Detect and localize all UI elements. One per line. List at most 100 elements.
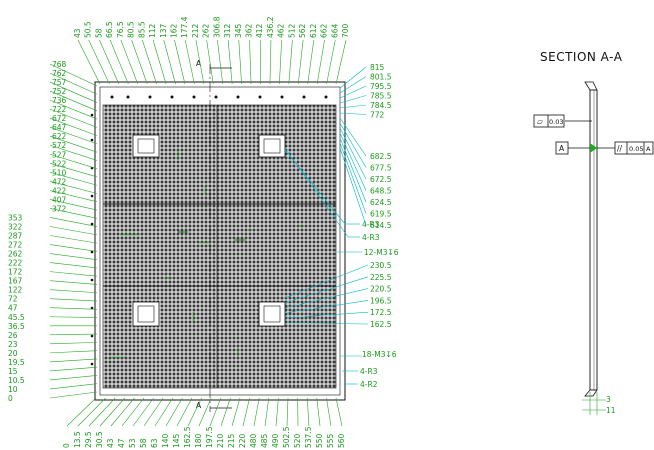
pocket-bottom-right bbox=[258, 301, 286, 327]
bottom-dim-leader bbox=[154, 397, 174, 427]
left-dim-label: 736 bbox=[52, 96, 67, 105]
left-dim-leader bbox=[49, 208, 98, 219]
flatness-tolerance-frame: ⏥ 0.03 bbox=[533, 114, 592, 128]
left-dim-leader bbox=[49, 63, 98, 87]
top-dim-label: 664 bbox=[330, 23, 339, 38]
bottom-dim-leader bbox=[326, 397, 332, 427]
top-dim-label: 700 bbox=[341, 23, 350, 38]
left-dim-label: 15 bbox=[8, 367, 18, 376]
left-dim-label: 752 bbox=[52, 87, 67, 96]
right-dim-label: 672.5 bbox=[370, 175, 392, 184]
top-dim-leader bbox=[142, 39, 157, 85]
left-dim-label: 768 bbox=[52, 60, 67, 69]
right-dim-label: 220.5 bbox=[370, 285, 392, 294]
right-dim-leader bbox=[339, 104, 367, 109]
bottom-dim-label: 145 bbox=[172, 433, 181, 448]
left-dim-label: 10.5 bbox=[8, 376, 25, 385]
top-dim-leader bbox=[206, 39, 214, 85]
right-dim-label: 624.5 bbox=[370, 198, 392, 207]
bottom-dim-label: 485 bbox=[260, 433, 269, 448]
bottom-dim-label: 215 bbox=[227, 433, 236, 448]
left-dim-leader bbox=[49, 375, 98, 381]
left-dim-leader bbox=[49, 117, 98, 136]
bottom-dim-label: 490 bbox=[271, 433, 280, 448]
bottom-dim-label: 520 bbox=[293, 433, 302, 448]
left-dim-label: 262 bbox=[8, 250, 23, 259]
right-dim-label: 785.5 bbox=[370, 92, 392, 101]
top-dim-label: 162 bbox=[169, 23, 178, 38]
bottom-dim-leader bbox=[286, 397, 289, 427]
right-dim-leader bbox=[339, 117, 367, 157]
section-dim-3: 3 bbox=[606, 395, 611, 404]
right-dim-label: 230.5 bbox=[370, 261, 392, 270]
bottom-dim-label: 58 bbox=[139, 438, 148, 448]
bottom-dim-leader bbox=[121, 397, 145, 427]
right-dim-leader bbox=[284, 264, 369, 299]
top-dim-leader bbox=[307, 39, 315, 85]
left-dim-label: 0 bbox=[8, 394, 13, 403]
note-radius-top-1: 4-R3 bbox=[362, 220, 380, 229]
top-dim-label: 43 bbox=[73, 28, 82, 38]
right-dim-leader bbox=[284, 311, 369, 319]
left-dim-label: 36.5 bbox=[8, 322, 25, 331]
top-dim-leader bbox=[288, 39, 293, 85]
section-dim-11: 11 bbox=[606, 406, 616, 415]
right-dim-label: 648.5 bbox=[370, 187, 392, 196]
top-dim-label: 436.2 bbox=[266, 16, 275, 38]
top-dim-leader bbox=[120, 39, 139, 85]
bottom-dim-label: 140 bbox=[161, 433, 170, 448]
left-dim-leader bbox=[49, 163, 98, 178]
left-dim-leader bbox=[49, 244, 98, 252]
right-dim-label: 772 bbox=[370, 111, 385, 120]
plate-inner-outline bbox=[99, 86, 341, 396]
left-dim-leader bbox=[49, 172, 98, 186]
top-dim-label: 262 bbox=[202, 23, 211, 38]
top-dim-label: 137 bbox=[159, 23, 168, 38]
left-dim-label: 422 bbox=[52, 186, 67, 195]
note-radius-top-2: 4-R3 bbox=[362, 233, 380, 242]
datum-letter: A bbox=[559, 144, 565, 153]
top-dim-label: 662 bbox=[320, 23, 329, 38]
right-dim-label: 801.5 bbox=[370, 73, 392, 82]
left-dim-leader bbox=[49, 199, 98, 211]
left-dim-leader bbox=[49, 280, 98, 285]
left-dim-leader bbox=[49, 144, 98, 161]
bottom-dim-leader bbox=[165, 397, 183, 427]
bottom-dim-leader bbox=[77, 397, 106, 427]
bottom-dim-leader bbox=[66, 397, 97, 427]
bottom-dim-label: 210 bbox=[216, 433, 225, 448]
bottom-dim-label: 502.5 bbox=[282, 426, 291, 448]
left-dim-leader bbox=[49, 108, 98, 128]
bottom-dim-label: 220 bbox=[238, 433, 247, 448]
parallelism-tolerance-frame: // 0.05 A bbox=[597, 141, 654, 155]
top-dim-label: 80.5 bbox=[127, 21, 136, 38]
right-dim-leader bbox=[339, 95, 367, 104]
bottom-dim-label: 29.5 bbox=[84, 431, 93, 448]
bottom-dim-leader bbox=[242, 397, 250, 427]
top-dim-leader bbox=[152, 39, 167, 85]
right-dim-leader bbox=[339, 142, 367, 214]
top-dim-leader bbox=[174, 39, 186, 85]
left-dim-label: 26 bbox=[8, 331, 18, 340]
right-dim-label: 682.5 bbox=[370, 152, 392, 161]
bottom-dim-label: 162.5 bbox=[183, 426, 192, 448]
top-dim-leader bbox=[109, 39, 129, 85]
left-dim-leader bbox=[49, 271, 98, 277]
top-dim-leader bbox=[217, 39, 224, 85]
left-dim-leader bbox=[49, 342, 98, 345]
pocket-top-left bbox=[132, 134, 160, 158]
bottom-dim-leader bbox=[88, 397, 116, 427]
bottom-dim-leader bbox=[253, 397, 260, 427]
left-dim-leader bbox=[49, 298, 98, 302]
bottom-dim-leader bbox=[198, 397, 212, 427]
left-dim-leader bbox=[49, 383, 98, 390]
top-dim-label: 312 bbox=[223, 23, 232, 38]
right-dim-label: 784.5 bbox=[370, 101, 392, 110]
top-dim-label: 412 bbox=[255, 23, 264, 38]
bottom-dim-label: 480 bbox=[249, 433, 258, 448]
left-dim-leader bbox=[49, 135, 98, 153]
top-dim-label: 85.5 bbox=[137, 21, 146, 38]
left-dim-label: 472 bbox=[52, 177, 67, 186]
